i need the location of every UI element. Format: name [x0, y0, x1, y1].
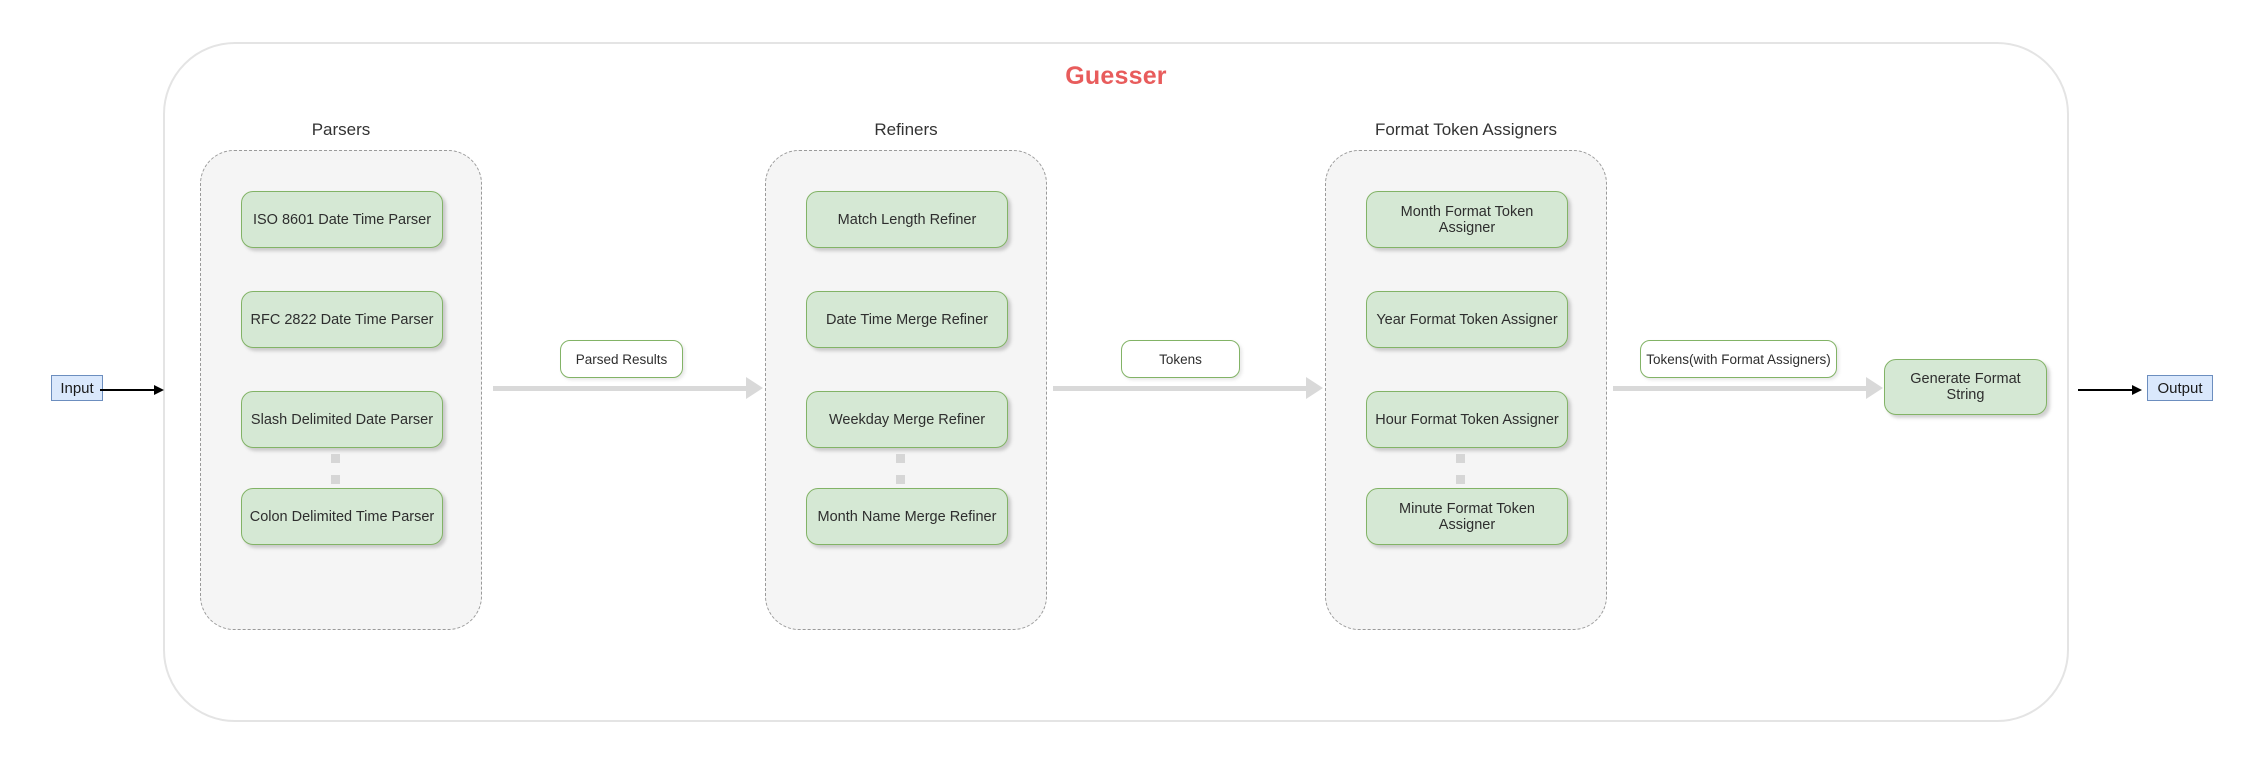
node-parser-4[interactable]: Colon Delimited Time Parser: [241, 488, 443, 545]
output-arrow: [2078, 385, 2142, 394]
guesser-title: Guesser: [1065, 62, 1167, 90]
node-refiner-2[interactable]: Date Time Merge Refiner: [806, 291, 1008, 348]
node-parser-3[interactable]: Slash Delimited Date Parser: [241, 391, 443, 448]
group-title-parsers: Parsers: [311, 120, 371, 139]
group-title-format-token-assigners: Format Token Assigners: [1374, 120, 1558, 139]
edge-label-parsed-results: Parsed Results: [560, 340, 683, 378]
group-format-token-assigners: Month Format Token Assigner Year Format …: [1325, 150, 1607, 630]
node-generate-format-string[interactable]: Generate Format String: [1884, 359, 2047, 415]
input-node[interactable]: Input: [51, 375, 103, 401]
node-assigner-4[interactable]: Minute Format Token Assigner: [1366, 488, 1568, 545]
node-assigner-3[interactable]: Hour Format Token Assigner: [1366, 391, 1568, 448]
output-node[interactable]: Output: [2147, 375, 2213, 401]
node-parser-1[interactable]: ISO 8601 Date Time Parser: [241, 191, 443, 248]
group-parsers: ISO 8601 Date Time Parser RFC 2822 Date …: [200, 150, 482, 630]
edge-label-tokens: Tokens: [1121, 340, 1240, 378]
group-title-refiners: Refiners: [874, 120, 938, 139]
node-refiner-1[interactable]: Match Length Refiner: [806, 191, 1008, 248]
node-refiner-4[interactable]: Month Name Merge Refiner: [806, 488, 1008, 545]
edge-label-tokens-with-format-assigners: Tokens(with Format Assigners): [1640, 340, 1837, 378]
arrow-refiners-to-assigners: [1053, 377, 1323, 399]
group-refiners: Match Length Refiner Date Time Merge Ref…: [765, 150, 1047, 630]
node-assigner-2[interactable]: Year Format Token Assigner: [1366, 291, 1568, 348]
input-arrow: [100, 385, 164, 394]
arrow-parsers-to-refiners: [493, 377, 763, 399]
node-parser-2[interactable]: RFC 2822 Date Time Parser: [241, 291, 443, 348]
node-assigner-1[interactable]: Month Format Token Assigner: [1366, 191, 1568, 248]
node-refiner-3[interactable]: Weekday Merge Refiner: [806, 391, 1008, 448]
arrow-assigners-to-generate: [1613, 377, 1883, 399]
